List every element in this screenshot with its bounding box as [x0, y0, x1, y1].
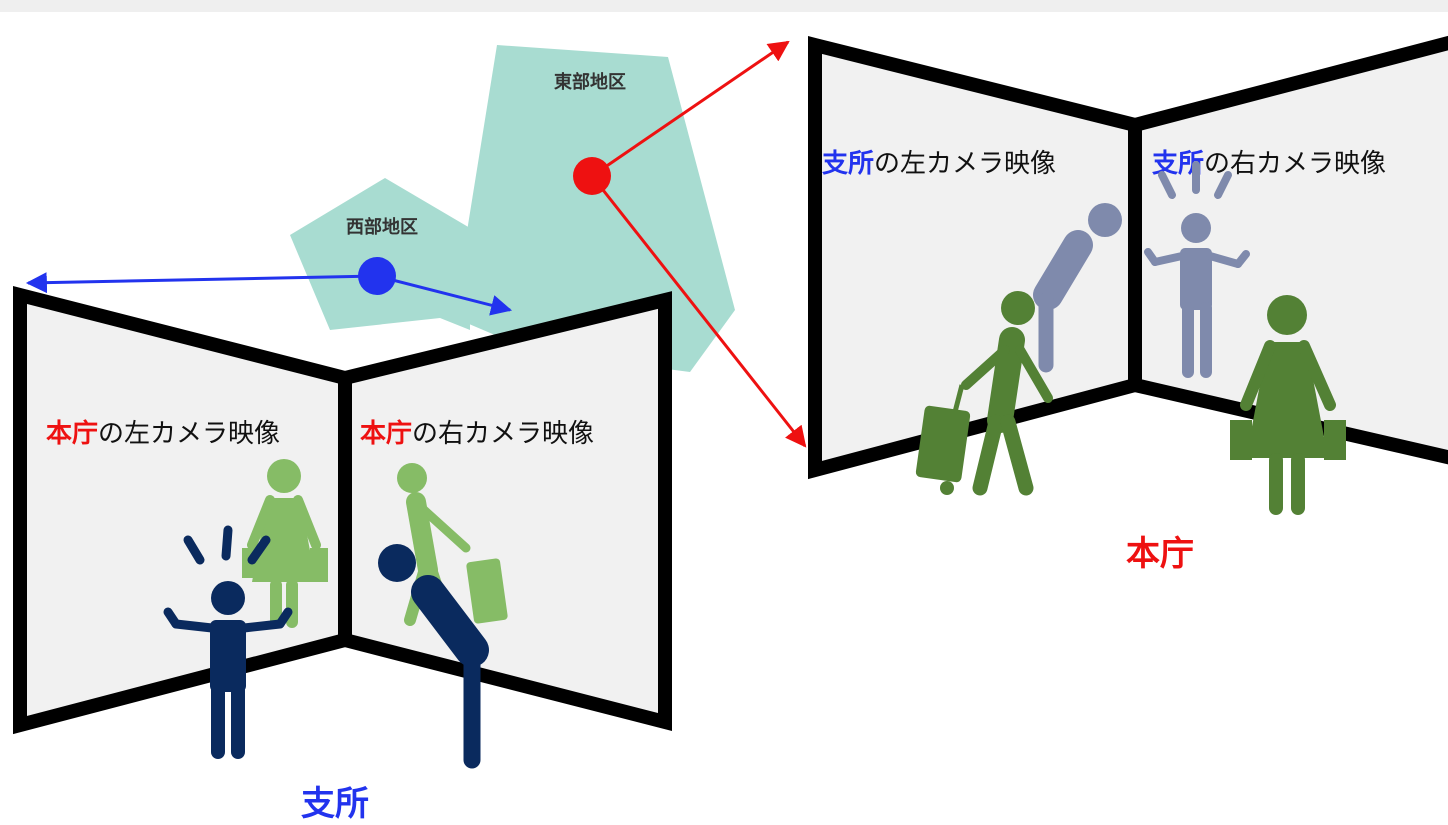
- branch-left-screen-label: 本庁の左カメラ映像: [46, 418, 280, 449]
- person-icon: [1144, 213, 1250, 378]
- branch-site-label: 支所: [301, 784, 369, 824]
- hq-right-screen-label: 支所の右カメラ映像: [1152, 149, 1386, 179]
- shopping-bag-icon: [1230, 420, 1252, 460]
- top-bar: [0, 0, 1448, 12]
- hq-site-label: 本庁: [1126, 534, 1194, 574]
- shopping-bag-icon: [1324, 420, 1346, 460]
- west-region-label: 西部地区: [346, 216, 418, 238]
- map-west-region: [290, 178, 470, 330]
- person-icon: [247, 459, 321, 628]
- person-icon: [1033, 203, 1122, 373]
- blue-arrow-to-branch-right: [376, 274, 513, 316]
- red-node-icon: [573, 157, 611, 195]
- hq-left-screen-label: 支所の左カメラ映像: [822, 149, 1056, 179]
- branch-right-screen-label: 本庁の右カメラ映像: [360, 418, 594, 449]
- blue-node-icon: [358, 257, 396, 295]
- branch-right-screen: [338, 291, 672, 732]
- person-icon: [163, 581, 293, 759]
- surprise-marks-icon: [183, 525, 271, 565]
- connection-arrows: [25, 40, 807, 448]
- hq-right-screen: [1128, 35, 1448, 465]
- shopping-bag-icon: [310, 548, 328, 582]
- person-icon: [1240, 295, 1336, 515]
- suitcase-icon: [466, 558, 508, 624]
- red-arrow-to-hq-top: [591, 40, 790, 178]
- east-region-label: 東部地区: [554, 71, 626, 93]
- person-icon: [961, 291, 1053, 496]
- suitcase-icon: [915, 384, 971, 495]
- blue-arrow-to-branch-left: [25, 272, 378, 294]
- branch-screen-wall: [12, 285, 672, 735]
- person-icon: [378, 544, 489, 769]
- hq-screen-wall: [808, 35, 1448, 480]
- red-arrow-to-hq-bottom: [590, 175, 807, 448]
- surprise-marks-icon: [1158, 161, 1232, 199]
